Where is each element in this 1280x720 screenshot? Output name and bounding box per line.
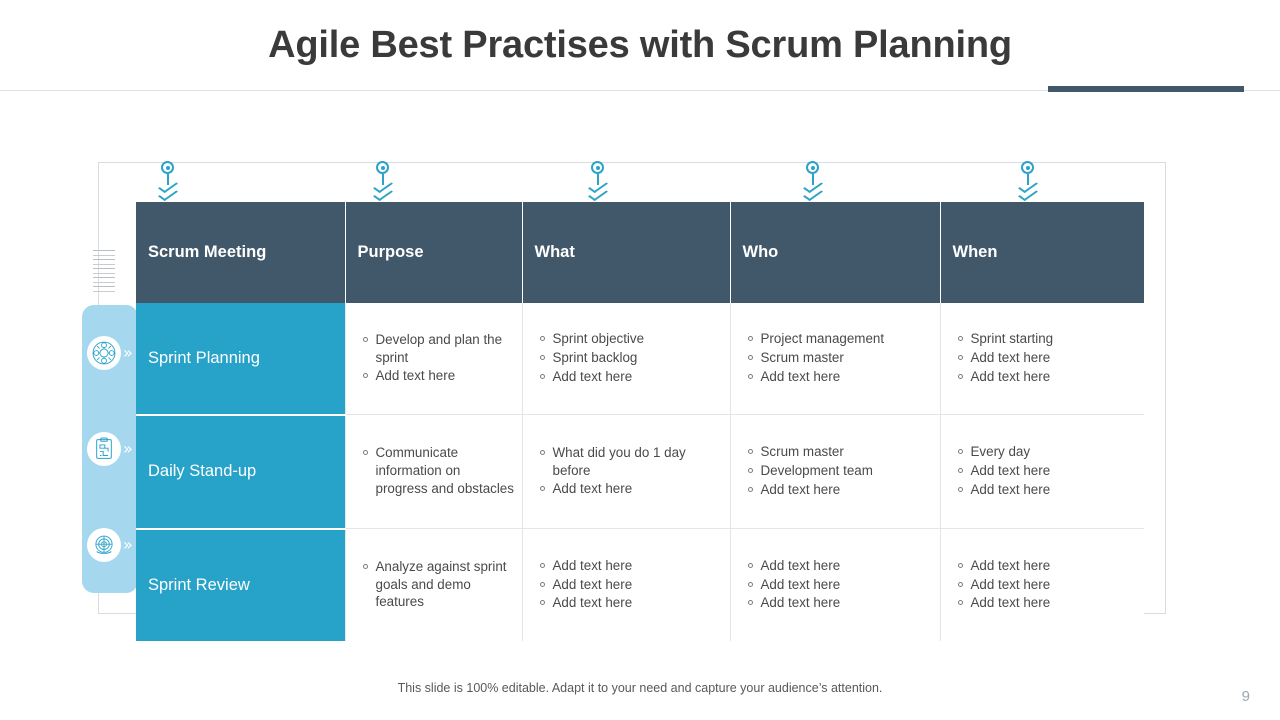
column-header-what: What — [522, 202, 731, 303]
row-label-sprint-planning: Sprint Planning — [136, 303, 345, 416]
icon-rail: » » » — [82, 305, 138, 593]
bullet-item: Sprint backlog — [539, 349, 724, 367]
page-number: 9 — [1241, 688, 1250, 705]
pin-marker-4 — [802, 161, 824, 206]
scrum-matrix-table: Scrum Meeting Purpose What Who When Spri… — [136, 202, 1144, 641]
cell-purpose: Communicate information on progress and … — [344, 414, 522, 529]
bullet-item: Add text here — [957, 462, 1139, 480]
bullet-item: Add text here — [957, 481, 1139, 499]
bullet-item: Development team — [747, 462, 934, 480]
pin-dot-icon — [1021, 161, 1034, 174]
bullet-item: Add text here — [539, 576, 724, 594]
bullet-item: Add text here — [539, 480, 724, 498]
rail-cell-sprint-planning: » — [82, 305, 138, 401]
bullet-item: Add text here — [539, 368, 724, 386]
bullet-item: Scrum master — [747, 443, 934, 461]
table-header-row: Scrum Meeting Purpose What Who When — [136, 202, 1144, 303]
bullet-item: Sprint objective — [539, 330, 724, 348]
column-header-who: Who — [730, 202, 941, 303]
bullet-item: Add text here — [957, 557, 1139, 575]
bullet-item: Add text here — [957, 594, 1139, 612]
bullet-item: Analyze against sprint goals and demo fe… — [362, 558, 516, 611]
column-header-purpose: Purpose — [345, 202, 523, 303]
pin-dot-icon — [591, 161, 604, 174]
bullet-item: Add text here — [747, 481, 934, 499]
bullet-item: Add text here — [747, 368, 934, 386]
clipboard-document-icon — [87, 432, 121, 466]
editable-note: This slide is 100% editable. Adapt it to… — [397, 681, 883, 695]
table-row: Daily Stand-up Communicate information o… — [136, 413, 1144, 530]
bullet-item: Scrum master — [747, 349, 934, 367]
bullet-item: Sprint starting — [957, 330, 1139, 348]
pin-stem — [1027, 174, 1029, 185]
title-accent-bar — [1048, 86, 1244, 92]
bullet-item: Add text here — [362, 367, 516, 385]
rail-cell-sprint-review: » — [82, 497, 138, 593]
pin-stem — [597, 174, 599, 185]
table-row: Sprint Review Analyze against sprint goa… — [136, 527, 1144, 641]
pin-dot-icon — [806, 161, 819, 174]
table-row: Sprint Planning Develop and plan the spr… — [136, 303, 1144, 416]
pin-dot-icon — [161, 161, 174, 174]
bullet-item: Add text here — [747, 594, 934, 612]
bullet-item: Add text here — [747, 557, 934, 575]
bullet-item: Add text here — [957, 576, 1139, 594]
bullet-item: Add text here — [957, 349, 1139, 367]
double-chevron-right-icon: » — [123, 535, 133, 554]
bullet-item: Add text here — [539, 557, 724, 575]
bullet-item: Add text here — [957, 368, 1139, 386]
column-header-scrum-meeting: Scrum Meeting — [136, 202, 346, 303]
cell-purpose: Analyze against sprint goals and demo fe… — [344, 528, 522, 641]
bullet-item: Add text here — [747, 576, 934, 594]
title-divider — [0, 90, 1280, 91]
pin-stem — [382, 174, 384, 185]
pin-stem — [812, 174, 814, 185]
bullet-item: Add text here — [539, 594, 724, 612]
page-title: Agile Best Practises with Scrum Planning — [268, 23, 1012, 66]
row-label-daily-standup: Daily Stand-up — [136, 413, 345, 530]
pin-marker-5 — [1017, 161, 1039, 206]
bullet-item: Project management — [747, 330, 934, 348]
bullet-item: Communicate information on progress and … — [362, 445, 514, 496]
column-header-when: When — [940, 202, 1144, 303]
row-label-sprint-review: Sprint Review — [136, 527, 345, 641]
pin-stem — [167, 174, 169, 185]
pin-marker-3 — [587, 161, 609, 206]
double-chevron-right-icon: » — [123, 439, 133, 458]
double-chevron-right-icon: » — [123, 343, 133, 362]
compass-dial-icon — [87, 336, 121, 370]
pin-marker-2 — [372, 161, 394, 206]
bullet-item: What did you do 1 day before — [539, 444, 724, 480]
stacked-lines-decoration — [93, 250, 115, 292]
pin-marker-1 — [157, 161, 179, 206]
bullet-item: Every day — [957, 443, 1139, 461]
bullet-item: Develop and plan the sprint — [362, 331, 516, 367]
target-spiral-icon — [87, 528, 121, 562]
pin-dot-icon — [376, 161, 389, 174]
rail-cell-daily-standup: » — [82, 401, 138, 497]
